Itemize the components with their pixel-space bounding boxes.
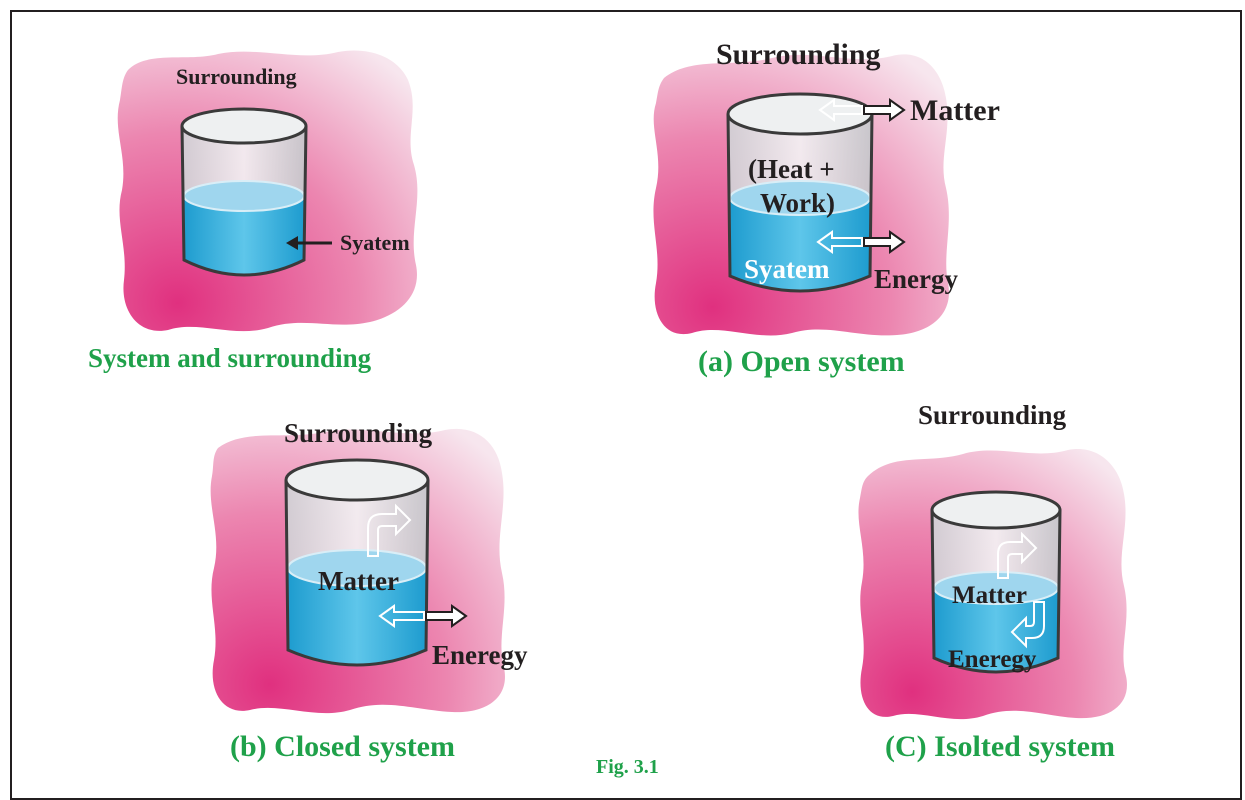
surrounding-label: Surrounding [176, 64, 297, 89]
energy-exchange-arrow [816, 230, 906, 254]
overview-illustration [117, 50, 418, 332]
beaker-rim [284, 458, 430, 502]
caption-isolated-system: (C) Isolted system [885, 730, 1115, 763]
matter-label: Matter [910, 94, 1000, 127]
panel-open-system: Surrounding Matter (Heat + Work) Syatem … [642, 38, 1000, 343]
energy-exchange-arrow [378, 604, 468, 628]
matter-label: Matter [318, 566, 399, 596]
matter-exchange-arrow [818, 98, 906, 122]
energy-label: Energy [874, 264, 958, 294]
system-pointer-arrow [286, 236, 332, 250]
water-body [934, 588, 1058, 672]
heat-work-label-line2: Work) [760, 188, 836, 218]
figure-label: Fig. 3.1 [596, 756, 659, 778]
energy-reflect-arrow [1010, 601, 1045, 649]
water-surface [183, 180, 305, 212]
panel-isolated-system: Matter Eneregy [848, 436, 1148, 724]
matter-reflect-arrow [367, 503, 412, 557]
surrounding-label: Surrounding [284, 418, 433, 448]
closed-system-illustration [210, 428, 505, 714]
isolated-system-illustration [858, 449, 1127, 720]
system-label: Syatem [340, 230, 410, 255]
matter-reflect-arrow [997, 531, 1038, 579]
energy-label: Eneregy [432, 640, 528, 670]
open-system-illustration [653, 54, 949, 336]
water-body [288, 568, 426, 665]
beaker-rim [180, 107, 308, 145]
matter-label: Matter [952, 582, 1027, 609]
caption-open-system: (a) Open system [698, 345, 905, 378]
caption-closed-system: (b) Closed system [230, 730, 455, 763]
panel-system-and-surrounding: Surrounding Syatem [108, 40, 438, 340]
caption-system-and-surrounding: System and surrounding [88, 343, 372, 373]
energy-label: Eneregy [948, 646, 1037, 673]
surrounding-label: Surrounding [716, 38, 881, 71]
heat-work-label-line1: (Heat + [748, 154, 835, 184]
water-body [730, 198, 870, 291]
isolated-surrounding-label: Surrounding [918, 400, 1067, 430]
water-body [184, 196, 304, 275]
system-label: Syatem [744, 254, 830, 284]
panel-closed-system: Surrounding Matter Eneregy [200, 418, 535, 718]
beaker-rim [930, 490, 1062, 530]
